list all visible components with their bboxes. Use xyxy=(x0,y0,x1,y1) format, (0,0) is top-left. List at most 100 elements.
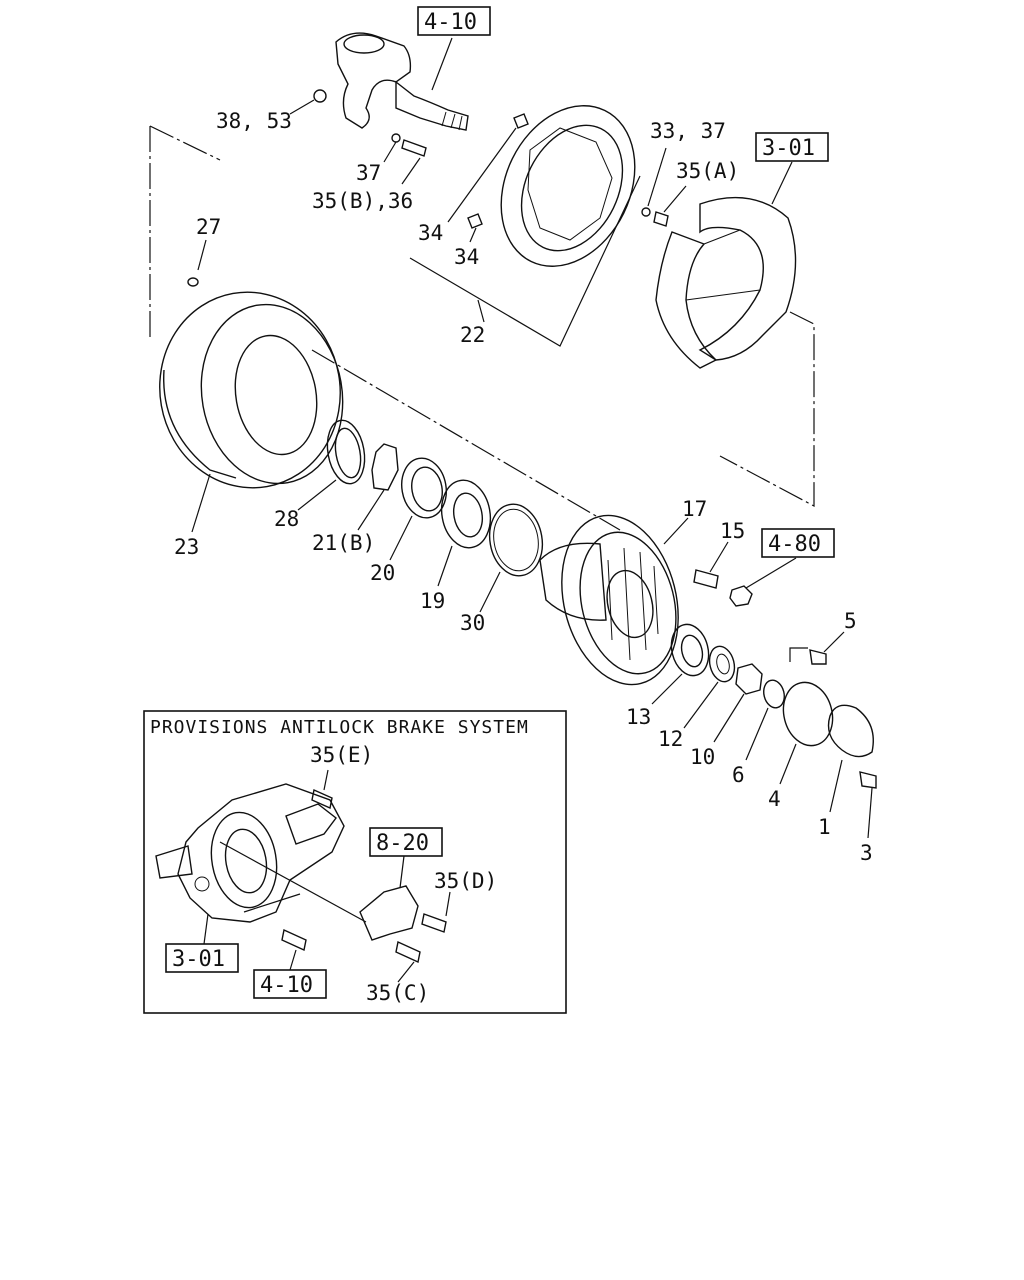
ref-box-drum[interactable]: 3-01 xyxy=(755,132,829,162)
bearing-race-20 xyxy=(401,457,447,519)
label-19: 19 xyxy=(420,589,445,613)
bolt-5 xyxy=(809,649,827,665)
leader-37 xyxy=(383,141,397,163)
washer-12-inner xyxy=(716,653,730,675)
ref-box-drum-label: 3-01 xyxy=(762,136,815,161)
label-34-a: 34 xyxy=(418,221,443,245)
leader-34-a xyxy=(447,127,517,223)
ref-box-inset-drum[interactable]: 3-01 xyxy=(165,943,239,973)
seal-28-inner xyxy=(334,427,362,479)
leader-inset-knuckle xyxy=(289,949,297,971)
leader-top-ref xyxy=(431,37,453,91)
ref-box-nut-label: 4-80 xyxy=(768,532,821,557)
leader-34-b xyxy=(469,227,477,243)
leader-35d xyxy=(445,891,451,917)
hub-cap-1 xyxy=(827,704,874,758)
wheel-hub xyxy=(539,514,679,686)
abs-sensor-bracket xyxy=(359,885,419,941)
label-21b: 21(B) xyxy=(312,531,375,555)
leader-inset-sensor xyxy=(399,855,405,889)
nut-10 xyxy=(735,663,763,695)
washer-37 xyxy=(391,133,401,143)
ref-box-inset-sensor[interactable]: 8-20 xyxy=(369,827,443,857)
inset-axis-line xyxy=(219,841,367,923)
label-35b-36: 35(B),36 xyxy=(312,189,413,213)
leader-12 xyxy=(683,681,719,729)
leader-inset-drum xyxy=(203,913,209,945)
ref-box-top[interactable]: 4-10 xyxy=(417,6,491,36)
label-12: 12 xyxy=(658,727,683,751)
leader-drum-ref xyxy=(771,161,793,205)
leader-15 xyxy=(709,541,729,573)
backing-plate xyxy=(500,105,636,267)
bearing-19-inner xyxy=(452,492,484,538)
bolt-35b xyxy=(401,139,427,157)
washer-12 xyxy=(708,645,736,683)
leader-17 xyxy=(663,517,689,545)
steering-knuckle xyxy=(335,32,469,131)
leader-20 xyxy=(389,515,413,561)
label-17: 17 xyxy=(682,497,707,521)
label-37-top: 37 xyxy=(356,161,381,185)
leader-5 xyxy=(823,631,845,653)
washer-33 xyxy=(641,207,651,217)
leader-30 xyxy=(479,571,501,613)
brake-drum xyxy=(159,277,344,489)
label-35c: 35(C) xyxy=(366,981,429,1005)
seal-28 xyxy=(326,419,366,485)
leader-1 xyxy=(829,759,843,813)
label-6: 6 xyxy=(732,763,745,787)
leader-inset-bracket xyxy=(243,893,301,913)
leader-22 xyxy=(477,299,485,323)
bolt-35d xyxy=(421,913,447,933)
bolt-inset-knuckle xyxy=(281,928,307,952)
label-22: 22 xyxy=(460,323,485,347)
axis-line-top-left xyxy=(149,125,221,161)
label-10: 10 xyxy=(690,745,715,769)
label-1: 1 xyxy=(818,815,831,839)
ref-box-inset-drum-label: 3-01 xyxy=(172,947,225,972)
label-34-b: 34 xyxy=(454,245,479,269)
abs-inset: PROVISIONS ANTILOCK BRAKE SYSTEM 35(E) 8… xyxy=(143,710,567,1014)
bracket-5 xyxy=(789,647,808,662)
nut-4-80 xyxy=(729,585,753,607)
ref-box-inset-knuckle[interactable]: 4-10 xyxy=(253,969,327,999)
ref-box-inset-knuckle-label: 4-10 xyxy=(260,973,313,998)
gasket-4 xyxy=(782,681,834,747)
leader-23 xyxy=(191,473,211,533)
label-15: 15 xyxy=(720,519,745,543)
leader-38 xyxy=(289,99,315,115)
clip-34-b xyxy=(467,213,483,229)
ref-box-nut[interactable]: 4-80 xyxy=(761,528,835,558)
bolt-35e xyxy=(311,789,333,809)
leader-3 xyxy=(867,787,873,839)
snap-ring-30-inner xyxy=(493,508,539,572)
clip-34-a xyxy=(513,113,529,129)
leader-19 xyxy=(437,545,453,587)
brake-shoe-assembly xyxy=(655,196,797,369)
leader-6 xyxy=(745,707,769,761)
leader-35b xyxy=(401,157,421,185)
label-4: 4 xyxy=(768,787,781,811)
bearing-19 xyxy=(440,479,492,549)
nut-38 xyxy=(313,89,327,103)
label-28: 28 xyxy=(274,507,299,531)
stud-15 xyxy=(693,569,719,589)
leader-35a xyxy=(663,185,687,213)
label-35a: 35(A) xyxy=(676,159,739,183)
label-38-53: 38, 53 xyxy=(216,109,292,133)
abs-inset-title: PROVISIONS ANTILOCK BRAKE SYSTEM xyxy=(150,717,529,738)
leader-35c xyxy=(397,961,415,983)
bolt-35c xyxy=(395,940,421,964)
leader-21b xyxy=(357,489,385,531)
label-13: 13 xyxy=(626,705,651,729)
label-35e: 35(E) xyxy=(310,743,373,767)
leader-4 xyxy=(779,743,797,785)
leader-nut-ref xyxy=(745,557,797,589)
label-30: 30 xyxy=(460,611,485,635)
ref-box-inset-sensor-label: 8-20 xyxy=(376,831,429,856)
lock-washer-6 xyxy=(763,679,785,709)
bearing-13 xyxy=(670,623,710,677)
leader-35e xyxy=(323,769,329,791)
